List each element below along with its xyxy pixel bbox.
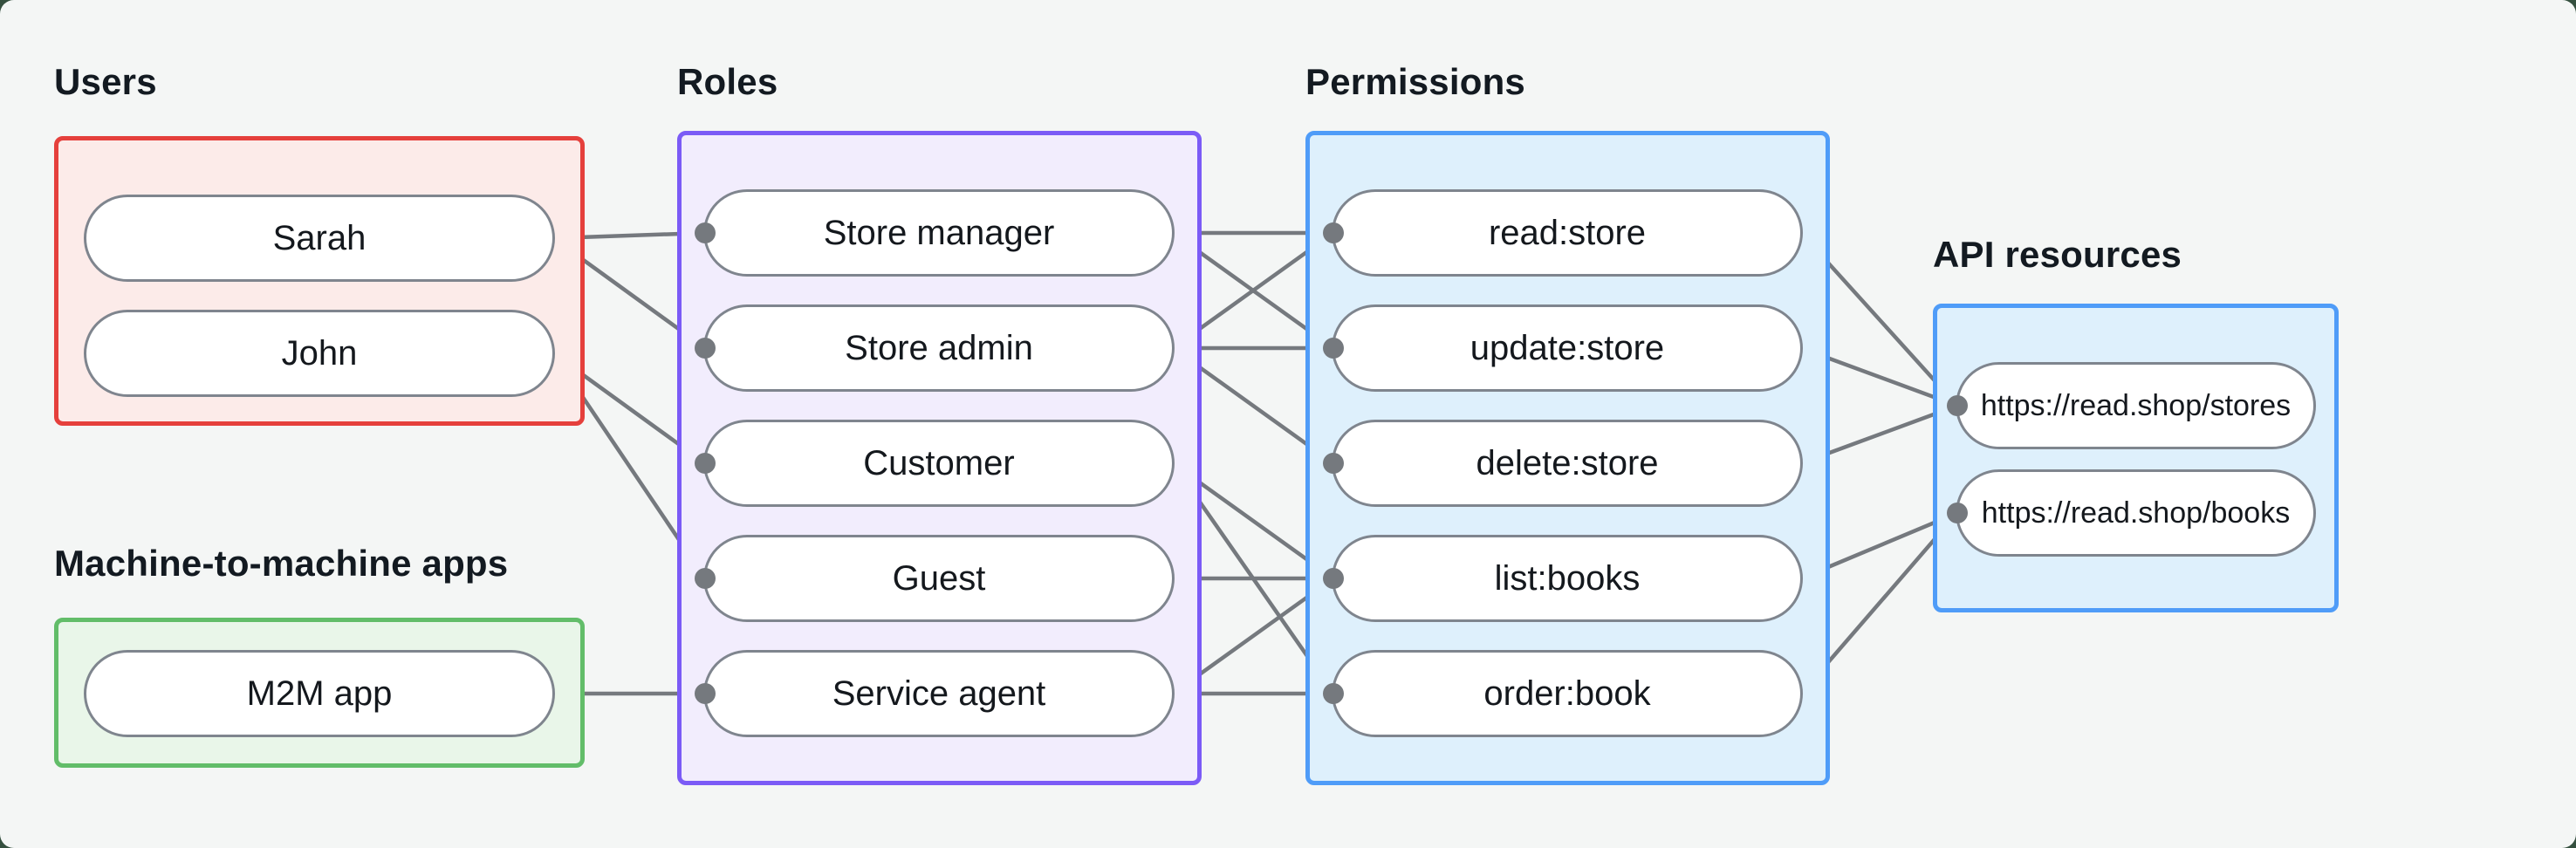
group-label-roles: Roles <box>677 61 778 102</box>
node-guest: Guest <box>703 535 1175 622</box>
group-box-api <box>1933 304 2339 612</box>
node-label-store_admin: Store admin <box>845 328 1033 367</box>
node-label-stores_api: https://read.shop/stores <box>1980 388 2292 422</box>
node-label-list_books: list:books <box>1494 558 1641 598</box>
group-label-m2m: Machine-to-machine apps <box>54 543 509 584</box>
node-label-guest: Guest <box>892 558 986 598</box>
node-label-books_api: https://read.shop/books <box>1981 496 2291 530</box>
node-label-sarah: Sarah <box>272 218 367 257</box>
node-label-order_book: order:book <box>1483 674 1651 713</box>
node-label-customer: Customer <box>863 443 1015 482</box>
node-delete_store: delete:store <box>1332 420 1803 507</box>
node-m2m_app: M2M app <box>84 650 555 737</box>
node-label-delete_store: delete:store <box>1476 443 1659 482</box>
node-label-john: John <box>281 333 358 373</box>
node-label-m2m_app: M2M app <box>246 674 393 713</box>
node-sarah: Sarah <box>84 195 555 282</box>
node-service_agent: Service agent <box>703 650 1175 737</box>
node-books_api: https://read.shop/books <box>1956 469 2316 557</box>
node-store_manager: Store manager <box>703 189 1175 277</box>
node-label-service_agent: Service agent <box>832 674 1046 713</box>
node-update_store: update:store <box>1332 304 1803 392</box>
node-customer: Customer <box>703 420 1175 507</box>
group-label-api: API resources <box>1933 234 2182 275</box>
group-label-users: Users <box>54 61 157 102</box>
node-order_book: order:book <box>1332 650 1803 737</box>
node-john: John <box>84 310 555 397</box>
node-list_books: list:books <box>1332 535 1803 622</box>
node-stores_api: https://read.shop/stores <box>1956 362 2316 449</box>
node-label-store_manager: Store manager <box>823 213 1055 252</box>
group-label-permissions: Permissions <box>1305 61 1525 102</box>
node-label-read_store: read:store <box>1488 213 1647 252</box>
node-store_admin: Store admin <box>703 304 1175 392</box>
node-label-update_store: update:store <box>1470 328 1665 367</box>
node-read_store: read:store <box>1332 189 1803 277</box>
